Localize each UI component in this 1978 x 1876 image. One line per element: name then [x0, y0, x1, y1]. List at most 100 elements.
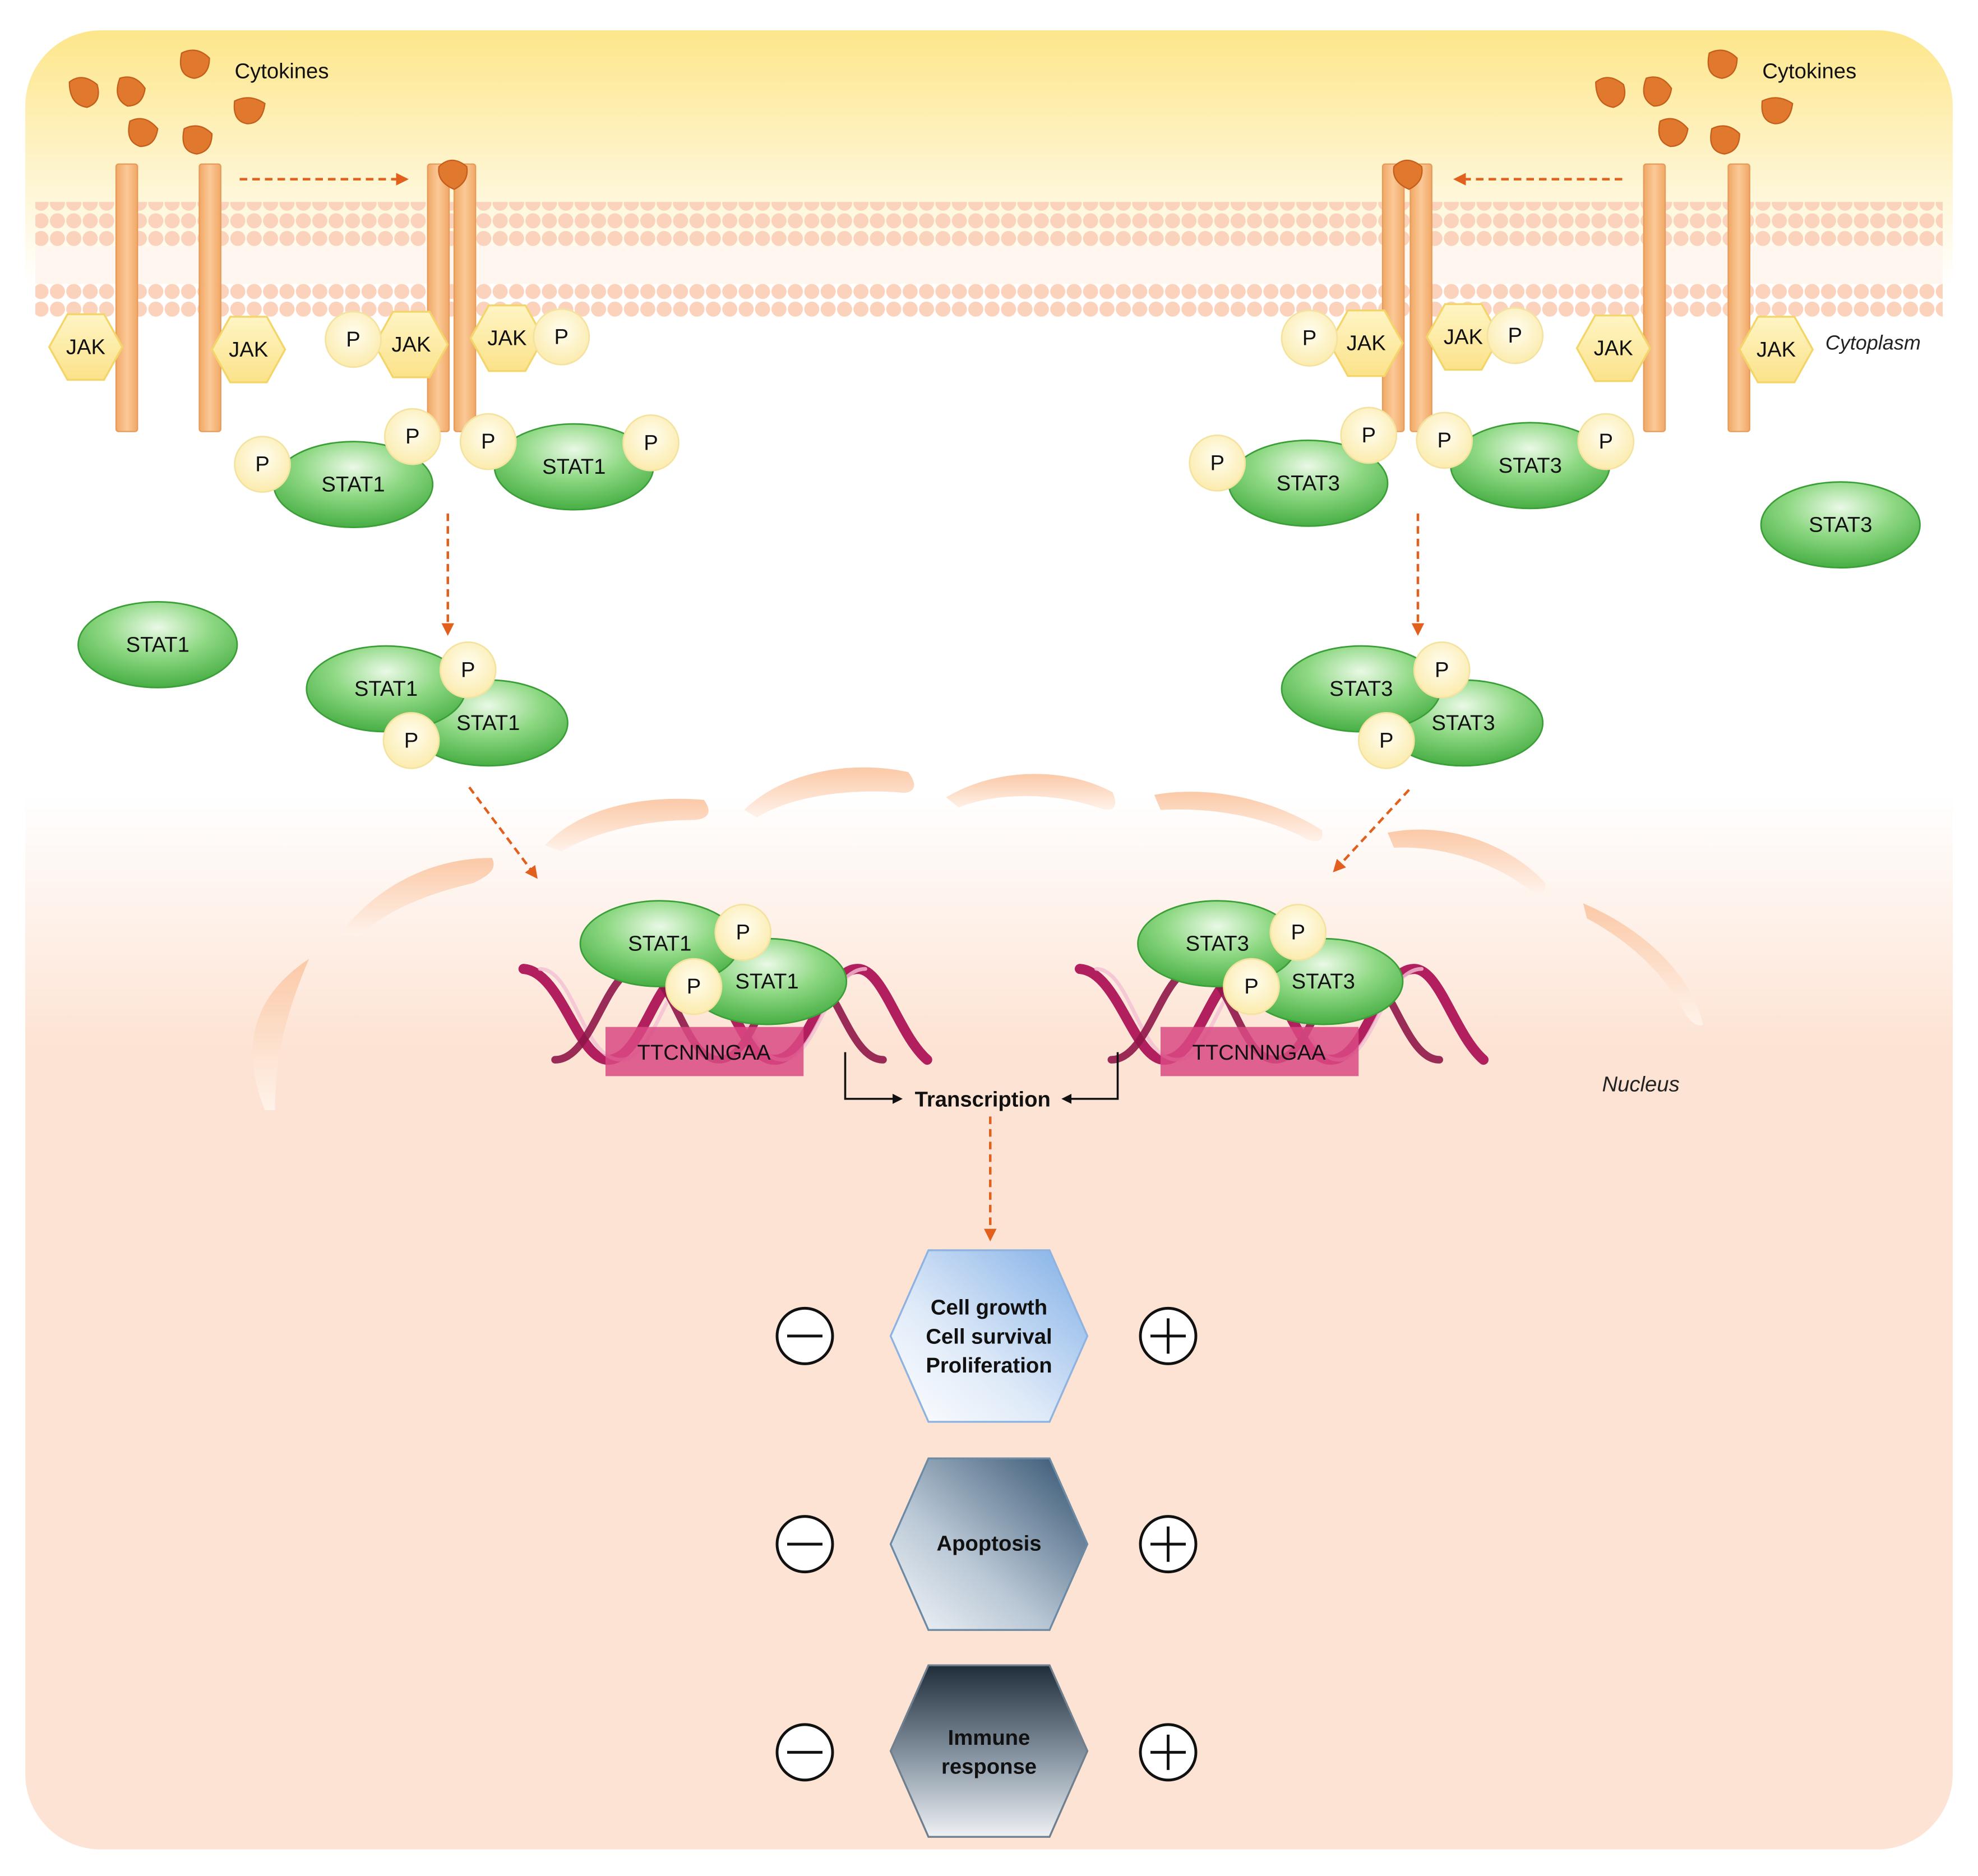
phosphate-circle [1413, 641, 1471, 699]
stat3-ellipse [1760, 481, 1921, 569]
jak-kinase: JAK [1328, 309, 1404, 377]
outcome-hexagon [889, 1249, 1089, 1423]
phosphate-label: P [404, 728, 419, 752]
jak-kinase: JAK [1425, 303, 1501, 371]
outcome-apoptosis: Apoptosis [889, 1457, 1089, 1631]
phosphate-circle [1577, 413, 1635, 470]
arrow-stat1-nuclear-import [468, 786, 538, 879]
plus-icon [1139, 1515, 1198, 1574]
outcome-label: Apoptosis [937, 1531, 1042, 1555]
phosphate-circle [234, 436, 291, 493]
minus-icon [775, 1723, 834, 1782]
phosphate-group: P [1269, 904, 1327, 961]
stat3-protein: STAT3 [1281, 645, 1441, 733]
phosphate-label: P [1361, 423, 1376, 447]
phosphate-group: P [665, 958, 723, 1015]
phosphate-label: P [1508, 324, 1522, 348]
phosphate-group: P [1281, 309, 1338, 367]
minus-icon [775, 1306, 834, 1365]
stat3-protein: STAT3 [1450, 422, 1611, 510]
cytokines-label-right: Cytokines [1762, 59, 1856, 84]
phosphate-circle [665, 958, 723, 1015]
stat1-label: STAT1 [456, 711, 520, 735]
plus-icon [1139, 1306, 1198, 1365]
phosphate-group: P [622, 414, 680, 472]
jak-kinase: JAK [211, 316, 286, 383]
cytokine [1707, 49, 1738, 79]
phosphate-group: P [533, 308, 590, 366]
outcome-label: Cell growth [931, 1296, 1047, 1320]
phosphate-group: P [459, 413, 517, 470]
phosphate-label: P [554, 325, 569, 349]
cytokine [182, 125, 213, 155]
phosphate-group: P [1340, 406, 1398, 464]
phosphate-group: P [439, 641, 497, 699]
receptor-chain [1643, 163, 1666, 432]
stat3-label: STAT3 [1186, 932, 1249, 956]
phosphate-circle [459, 413, 517, 470]
stat-layer: STAT1STAT1STAT1STAT1STAT1STAT1STAT1STAT3… [77, 422, 1921, 1025]
receptor-chain [198, 163, 221, 432]
phosphate-label: P [1379, 728, 1394, 752]
phosphate-label: P [1435, 658, 1449, 682]
phosphate-circle [714, 904, 772, 961]
outcome-label: Immune [948, 1726, 1030, 1750]
phosphate-group: P [1577, 413, 1635, 470]
phosphate-circle [1340, 406, 1398, 464]
cytokine-group-right [1393, 49, 1794, 190]
phosphate-group: P [1413, 641, 1471, 699]
stat1-label: STAT1 [126, 632, 190, 657]
cytokine [1761, 97, 1794, 124]
jak-hexagon [1738, 316, 1814, 383]
phosphate-group: P [325, 311, 382, 368]
phosphate-label: P [1598, 429, 1613, 454]
cytokine-bound [438, 159, 468, 190]
phosphate-group: P [1486, 307, 1544, 364]
dna-motif-box-left [606, 1027, 804, 1076]
jak-label: JAK [391, 332, 431, 357]
outcome-label: Proliferation [926, 1353, 1052, 1378]
phosphate-label: P [687, 974, 701, 999]
jak-label: JAK [1757, 338, 1796, 362]
cytokine [117, 76, 146, 107]
transcription-connector [844, 1052, 1119, 1104]
outcome-immune-response: Immune response [889, 1664, 1089, 1838]
receptor-chain [1381, 163, 1405, 432]
phosphate-label: P [481, 429, 496, 454]
stat3-label: STAT3 [1431, 711, 1495, 735]
nuclear-envelope [252, 767, 1703, 1111]
cytokine [1658, 118, 1689, 147]
receptor-chain [1727, 163, 1750, 432]
stat1-protein: STAT1 [272, 441, 434, 528]
phosphate-circle [1223, 958, 1280, 1015]
stat3-label: STAT3 [1499, 454, 1562, 478]
jak-label: JAK [229, 338, 269, 362]
jak-kinase: JAK [48, 313, 124, 381]
stat3-label: STAT3 [1809, 513, 1872, 537]
stat1-protein: STAT1 [493, 423, 654, 511]
phosphate-circle [622, 414, 680, 472]
phosphate-circle [1416, 412, 1473, 469]
phosphate-circle [1357, 712, 1415, 769]
jak-label: JAK [1444, 325, 1484, 349]
cytokine [1595, 77, 1626, 108]
phosphate-label: P [1302, 326, 1317, 350]
receptor-chain [427, 163, 450, 432]
outcome-label: Cell survival [926, 1324, 1052, 1348]
phosphate-label: P [644, 431, 658, 455]
cytokines-label-left: Cytokines [235, 59, 329, 84]
jak-hexagon [48, 313, 124, 381]
phosphate-group: P [714, 904, 772, 961]
phosphate-circle [325, 311, 382, 368]
cytokine [179, 49, 210, 79]
outcome-label: response [941, 1755, 1037, 1779]
jak-kinase: JAK [1575, 314, 1651, 382]
regulation-icons [775, 1306, 1198, 1782]
jak-kinase: JAK [373, 311, 449, 378]
jak-hexagon [373, 311, 449, 378]
arrow-stat3-nuclear-import [1333, 789, 1410, 872]
phosphate-circle [533, 308, 590, 366]
stat1-label: STAT1 [735, 969, 798, 994]
stat3-label: STAT3 [1277, 471, 1340, 495]
